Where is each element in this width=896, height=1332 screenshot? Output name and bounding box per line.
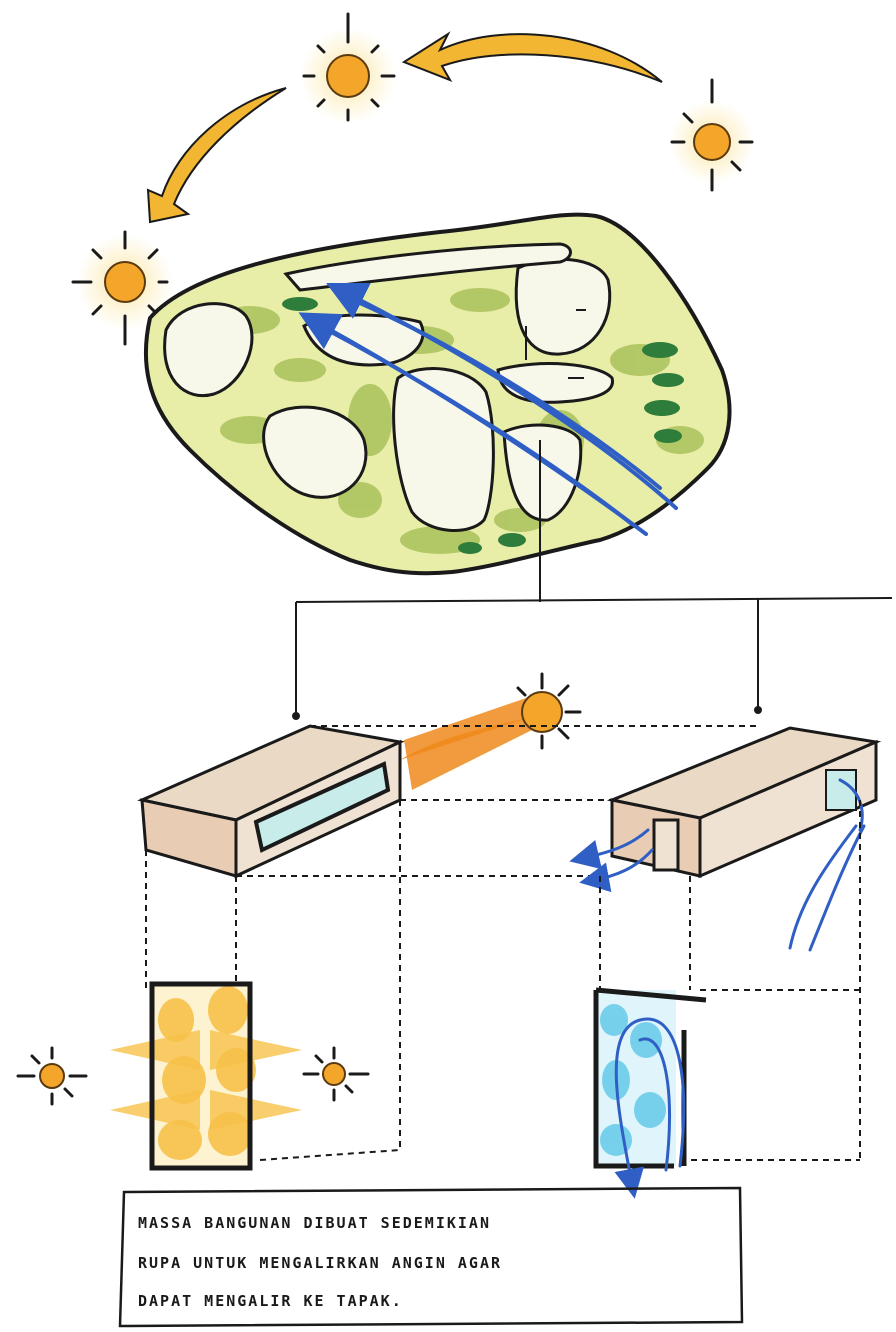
sun-path-arrow-icon <box>148 88 286 222</box>
caption-line-2: RUPA UNTUK MENGALIRKAN ANGIN AGAR <box>138 1254 502 1272</box>
plan-wind <box>596 990 706 1184</box>
caption-box: MASSA BANGUNAN DIBUAT SEDEMIKIAN RUPA UN… <box>120 1188 742 1326</box>
caption-line-1: MASSA BANGUNAN DIBUAT SEDEMIKIAN <box>138 1214 491 1232</box>
plan-solar <box>18 984 368 1168</box>
sun-icon <box>300 14 396 124</box>
sun-path-arrow-icon <box>404 34 662 82</box>
caption-line-3: DAPAT MENGALIR KE TAPAK. <box>138 1292 403 1310</box>
leader-lines <box>293 598 892 719</box>
sun-icon <box>518 674 580 748</box>
sun-icon <box>304 1048 368 1100</box>
sun-icon <box>670 80 754 190</box>
site-plan <box>146 215 730 602</box>
sun-icon <box>18 1048 86 1104</box>
